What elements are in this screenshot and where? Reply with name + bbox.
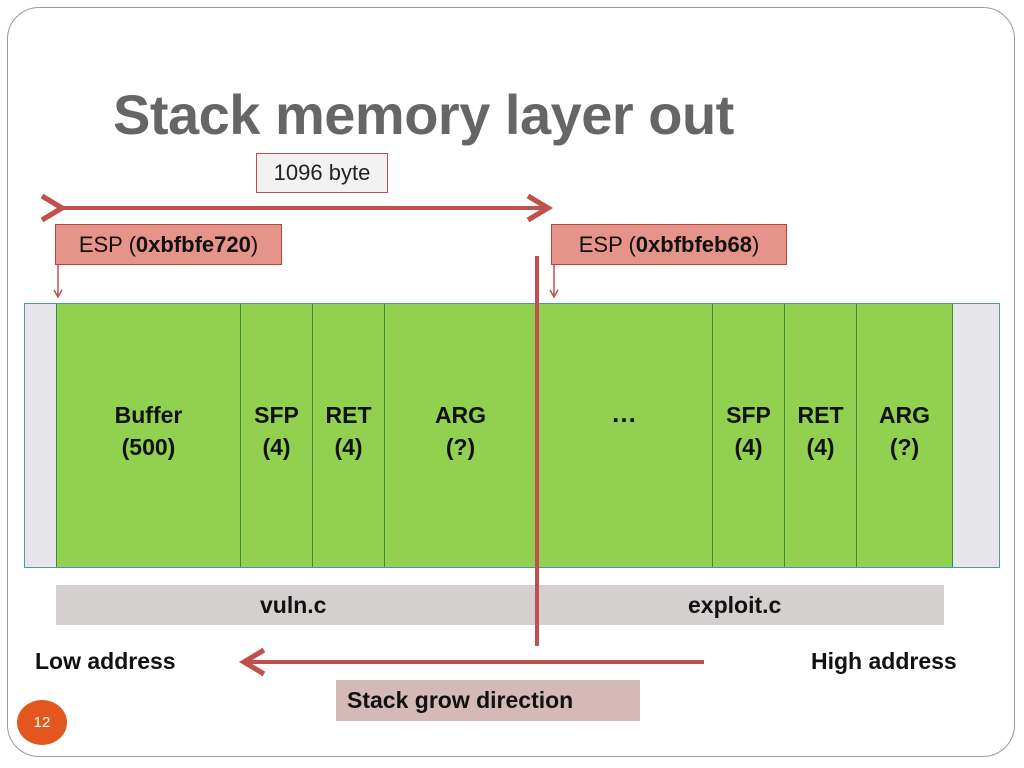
stack-cell-buffer: Buffer (500) xyxy=(56,304,241,567)
source-files-bar: vuln.c exploit.c xyxy=(56,585,944,625)
esp-right-address: 0xbfbfeb68 xyxy=(635,231,752,257)
cell-name: SFP xyxy=(726,401,771,428)
cell-size: (?) xyxy=(445,433,476,460)
cell-size: (4) xyxy=(734,433,763,460)
cell-size: (4) xyxy=(334,433,363,460)
cell-name: RET xyxy=(797,401,844,428)
esp-right-prefix: ESP ( xyxy=(578,231,636,257)
slide-title: Stack memory layer out xyxy=(113,83,734,146)
esp-left-suffix: ) xyxy=(250,231,259,257)
slide-frame xyxy=(7,7,1015,757)
stack-cell-arg: ARG (?) xyxy=(384,304,537,567)
esp-left-pointer-head xyxy=(53,289,63,299)
cell-name: ARG xyxy=(434,401,487,428)
cell-name: ARG xyxy=(878,401,931,428)
cell-name: RET xyxy=(325,401,372,428)
cell-size: (4) xyxy=(806,433,835,460)
stack-cell-sfp: SFP (4) xyxy=(240,304,313,567)
size-label-box: 1096 byte xyxy=(256,153,388,193)
stack-cell-ellipsis: … xyxy=(536,304,713,567)
page-number-badge: 12 xyxy=(17,700,67,745)
source-vuln-label: vuln.c xyxy=(260,592,327,618)
cell-size: (?) xyxy=(889,433,920,460)
esp-right-label: ESP (0xbfbfeb68) xyxy=(551,224,787,265)
esp-right-suffix: ) xyxy=(751,231,760,257)
cell-size: (500) xyxy=(121,433,176,460)
stack-memory-block: Buffer (500) SFP (4) RET (4) ARG (?) … S… xyxy=(24,303,1000,568)
cell-name: … xyxy=(611,397,637,428)
stack-cell-ret-2: RET (4) xyxy=(784,304,857,567)
cell-size: (4) xyxy=(262,433,291,460)
esp-left-address: 0xbfbfe720 xyxy=(135,231,251,257)
high-address-label: High address xyxy=(811,648,957,674)
stack-cell-arg-2: ARG (?) xyxy=(856,304,953,567)
esp-left-label: ESP (0xbfbfe720) xyxy=(55,224,282,265)
source-exploit-label: exploit.c xyxy=(688,592,782,618)
esp-left-prefix: ESP ( xyxy=(78,231,136,257)
stack-cell-ret: RET (4) xyxy=(312,304,385,567)
grow-direction-label: Stack grow direction xyxy=(336,680,640,721)
cell-name: Buffer xyxy=(114,401,183,428)
cell-name: SFP xyxy=(254,401,299,428)
esp-right-pointer-head xyxy=(549,289,559,299)
stack-cell-sfp-2: SFP (4) xyxy=(712,304,785,567)
low-address-label: Low address xyxy=(35,648,176,674)
